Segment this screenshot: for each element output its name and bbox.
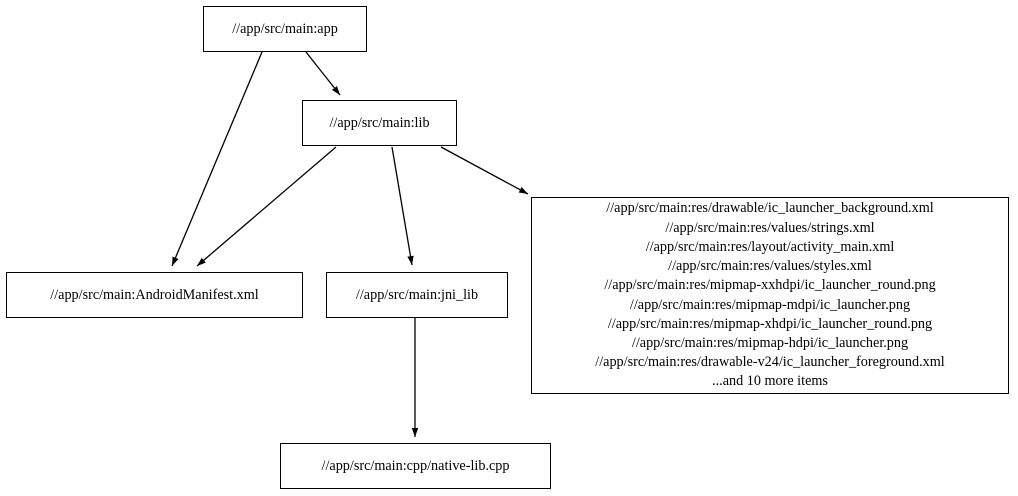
node-android-manifest-label: //app/src/main:AndroidManifest.xml [50, 286, 259, 303]
node-lib-label: //app/src/main:lib [329, 114, 430, 131]
node-resources-group[interactable]: //app/src/main:res/drawable/ic_launcher_… [531, 197, 1009, 394]
node-jni-lib-label: //app/src/main:jni_lib [355, 286, 479, 303]
edge-app-to-manifest [171, 51, 263, 267]
node-android-manifest[interactable]: //app/src/main:AndroidManifest.xml [6, 272, 303, 318]
node-lib[interactable]: //app/src/main:lib [302, 100, 457, 146]
node-resources-group-label: //app/src/main:res/drawable/ic_launcher_… [595, 200, 945, 390]
node-app[interactable]: //app/src/main:app [203, 6, 367, 52]
edge-lib-to-manifest [196, 146, 337, 267]
node-jni-lib[interactable]: //app/src/main:jni_lib [326, 272, 508, 318]
edge-app-to-lib [305, 51, 341, 96]
edge-lib-to-jni-lib [391, 146, 414, 266]
edge-lib-to-resources [440, 146, 529, 195]
node-native-lib-cpp-label: //app/src/main:cpp/native-lib.cpp [321, 457, 510, 474]
node-native-lib-cpp[interactable]: //app/src/main:cpp/native-lib.cpp [280, 443, 551, 489]
node-app-label: //app/src/main:app [232, 20, 338, 37]
